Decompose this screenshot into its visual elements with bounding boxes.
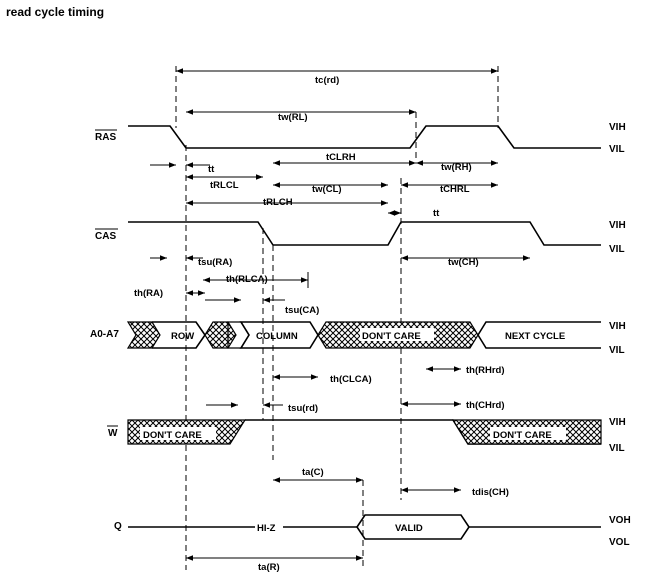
w-dont-care-left-label: DON'T CARE xyxy=(143,430,202,441)
tt-arrow: tt xyxy=(150,162,215,175)
th-rlca-label: th(RLCA) xyxy=(226,274,268,285)
tw-rl-label: tw(RL) xyxy=(278,112,308,123)
tdis-ch-arrow: tdis(CH) xyxy=(401,487,509,498)
tchrl-arrow: tCHRL xyxy=(401,182,498,195)
tc-rd-arrow: tc(rd) xyxy=(176,68,498,86)
w-dont-care-right-label: DON'T CARE xyxy=(493,430,552,441)
q-signal-label: Q xyxy=(114,521,122,532)
w-signal-label: W xyxy=(108,428,118,439)
tt-label: tt xyxy=(208,164,215,175)
q-voh-label: VOH xyxy=(609,515,631,526)
addr-dont-care-bg xyxy=(360,328,434,341)
tsu-rd-label: tsu(rd) xyxy=(288,403,318,414)
w-vih-label: VIH xyxy=(609,417,626,428)
w-dont-care-bg-left xyxy=(140,427,216,440)
tsu-ra-label: tsu(RA) xyxy=(198,257,232,268)
ta-r-arrow: ta(R) xyxy=(186,555,363,573)
th-clca-arrow: th(CLCA) xyxy=(273,374,372,385)
cas-vil-label: VIL xyxy=(609,244,625,255)
tchrl-label: tCHRL xyxy=(440,184,470,195)
tc-rd-label: tc(rd) xyxy=(315,75,339,86)
addr-vil-label: VIL xyxy=(609,345,625,356)
cas-vih-label: VIH xyxy=(609,220,626,231)
tw-ch-label: tw(CH) xyxy=(448,257,479,268)
ras-signal-label: RAS xyxy=(95,132,116,143)
th-ra-arrow: th(RA) xyxy=(134,288,205,299)
cas-signal-label: CAS xyxy=(95,231,116,242)
tw-cl-arrow: tw(CL) xyxy=(273,182,388,195)
th-chrd-arrow: th(CHrd) xyxy=(401,400,505,411)
tclrh-arrow: tCLRH xyxy=(273,152,416,166)
tclrh-label: tCLRH xyxy=(326,152,356,163)
diagram-title: read cycle timing xyxy=(6,5,104,19)
tt2-arrow: tt xyxy=(388,208,440,219)
trlch-arrow: tRLCH xyxy=(186,197,388,208)
tw-rl-arrow: tw(RL) xyxy=(186,109,416,123)
tsu-ra-arrow: tsu(RA) xyxy=(150,255,232,268)
addr-signal-label: A0-A7 xyxy=(90,329,119,340)
ta-c-arrow: ta(C) xyxy=(273,467,363,483)
tw-rh-label: tw(RH) xyxy=(441,162,472,173)
tdis-ch-label: tdis(CH) xyxy=(472,487,509,498)
th-rhrd-arrow: th(RHrd) xyxy=(426,365,505,376)
th-clca-label: th(CLCA) xyxy=(330,374,372,385)
reference-dashed-lines xyxy=(175,66,499,570)
hiz-bg xyxy=(255,521,283,533)
cas-waveform xyxy=(128,221,601,246)
th-chrd-label: th(CHrd) xyxy=(466,400,505,411)
trlcl-arrow: tRLCL xyxy=(186,174,263,191)
th-rhrd-label: th(RHrd) xyxy=(466,365,505,376)
valid-label: VALID xyxy=(395,523,423,534)
addr-vih-label: VIH xyxy=(609,321,626,332)
ras-vih-label: VIH xyxy=(609,122,626,133)
q-waveform xyxy=(128,514,601,540)
w-dont-care-bg-right xyxy=(490,427,566,440)
next-cycle-label: NEXT CYCLE xyxy=(505,331,565,342)
tsu-ca-arrow: tsu(CA) xyxy=(205,297,319,316)
tsu-ca-label: tsu(CA) xyxy=(285,305,319,316)
th-ra-label: th(RA) xyxy=(134,288,163,299)
row-label: ROW xyxy=(171,331,194,342)
column-label: COLUMN xyxy=(256,331,298,342)
ras-waveform xyxy=(128,125,601,149)
addr-dont-care-label: DON'T CARE xyxy=(362,331,421,342)
ras-vil-label: VIL xyxy=(609,144,625,155)
tsu-rd-arrow: tsu(rd) xyxy=(206,402,318,414)
tw-rh-arrow: tw(RH) xyxy=(416,160,498,173)
ta-r-label: ta(R) xyxy=(258,562,280,573)
tt2-label: tt xyxy=(433,208,440,219)
trlcl-label: tRLCL xyxy=(210,180,239,191)
trlch-label: tRLCH xyxy=(263,197,293,208)
tw-cl-label: tw(CL) xyxy=(312,184,342,195)
tw-ch-arrow: tw(CH) xyxy=(401,255,530,268)
w-vil-label: VIL xyxy=(609,443,625,454)
q-vol-label: VOL xyxy=(609,537,630,548)
hiz-label: HI-Z xyxy=(257,523,276,534)
ta-c-label: ta(C) xyxy=(302,467,324,478)
th-rlca-arrow: th(RLCA) xyxy=(203,272,309,288)
